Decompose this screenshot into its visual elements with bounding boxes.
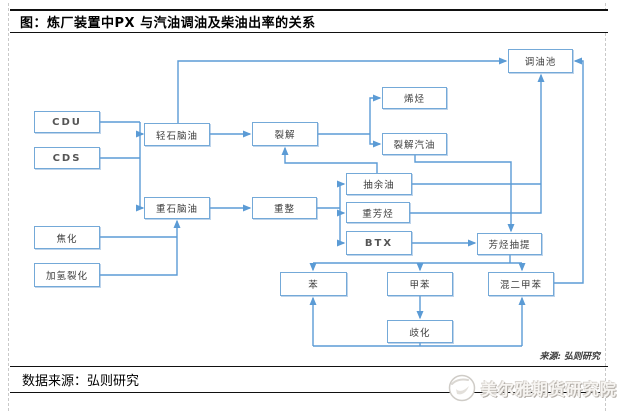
edge-reforming-raffinate (337, 180, 346, 208)
title-bar: 图：炼厂装置中PX 与汽油调油及柴油出率的关系 (10, 9, 608, 33)
node-benzene: 苯 (280, 272, 347, 296)
edge-junction-light-naphtha (136, 122, 145, 138)
edge-hydrocracking-heavy (100, 219, 181, 276)
brand-watermark: 美尔雅期货研究院 (448, 372, 617, 404)
node-light_naphtha: 轻石脑油 (144, 123, 210, 146)
node-cds: CDS (34, 147, 100, 169)
edge-pygas-extraction (414, 155, 515, 233)
node-disproportionation: 歧化 (387, 320, 453, 343)
edge-heavy-aromatics-pool (410, 73, 545, 214)
meierya-logo-icon (448, 374, 476, 402)
node-raffinate: 抽余油 (346, 173, 412, 195)
page-title: 图：炼厂装置中PX 与汽油调油及柴油出率的关系 (20, 16, 316, 31)
data-source-label: 数据来源：弘则研究 (22, 374, 140, 389)
edge-reforming-btx (337, 208, 346, 247)
edge-xylene-pool (554, 57, 584, 284)
node-heavy_naphtha: 重石脑油 (144, 197, 210, 219)
edge-cracking-olefins (369, 94, 382, 134)
edge-cracking-pygas (369, 134, 382, 148)
node-cracking: 裂解 (252, 122, 318, 146)
node-toluene: 甲苯 (387, 272, 453, 296)
node-blending_pool: 调油池 (508, 49, 573, 73)
edge-junction-heavy-naphtha (136, 134, 145, 212)
brand-name: 美尔雅期货研究院 (481, 380, 618, 399)
diagram-source-note: 来源: 弘则研究 (539, 352, 600, 362)
edge-raffinate-cracking (281, 146, 378, 173)
node-coking: 焦化 (34, 226, 100, 249)
node-mixed_xylene: 混二甲苯 (488, 272, 554, 296)
footer-bar: 数据来源：弘则研究 (10, 366, 608, 393)
edge-light-naphtha-pool (177, 57, 508, 123)
node-hydrocracking: 加氢裂化 (34, 263, 100, 287)
node-aromatics_extraction: 芳烃抽提 (477, 233, 542, 255)
node-reforming: 重整 (252, 197, 317, 219)
node-btx: BTX (346, 231, 412, 255)
page-border-left (8, 3, 9, 411)
node-cdu: CDU (34, 111, 100, 133)
node-pygas: 裂解汽油 (382, 133, 447, 155)
node-olefins: 烯烃 (382, 87, 447, 109)
node-heavy_aromatics: 重芳烃 (346, 202, 410, 223)
page-border-right (605, 3, 606, 411)
